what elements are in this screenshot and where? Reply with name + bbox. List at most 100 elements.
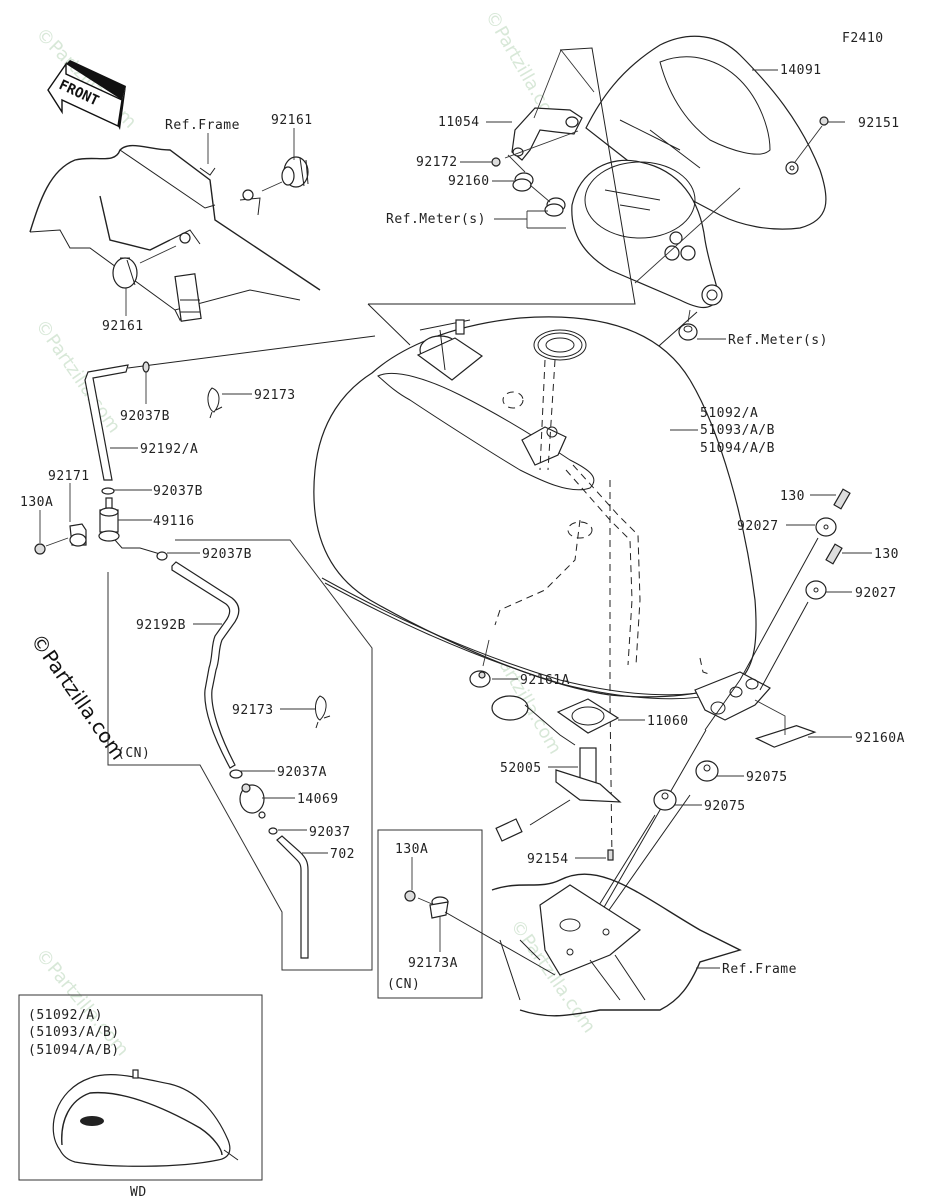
tank-rear-bracket	[694, 671, 771, 721]
nut-92172	[491, 157, 501, 167]
label-92160[interactable]: 92160	[448, 174, 490, 189]
rubber-92075-a	[695, 760, 719, 782]
label-92037B-a[interactable]: 92037B	[120, 409, 170, 424]
label-92173-b[interactable]: 92173	[232, 703, 274, 718]
cn-region-outline	[107, 539, 373, 971]
screw-92151	[819, 116, 829, 126]
clamp-92037B-mid	[101, 487, 115, 495]
pad-92160A	[754, 725, 817, 748]
grommet-ref-meter-bottom	[678, 323, 698, 341]
label-ref-meters-1[interactable]: Ref.Meter(s)	[386, 212, 486, 227]
grommet-92161-bottom	[112, 257, 138, 289]
label-130-a[interactable]: 130	[780, 489, 805, 504]
frame-front-section	[29, 144, 321, 322]
clip-92173-lower	[315, 695, 331, 729]
label-130A-b[interactable]: 130A	[395, 842, 428, 857]
label-11054[interactable]: 11054	[438, 115, 480, 130]
figure-code: F2410	[842, 31, 884, 46]
label-92075-b[interactable]: 92075	[704, 799, 746, 814]
clamp-92037B-lower	[156, 551, 168, 561]
collar-92027-a	[815, 517, 837, 537]
grommet-92160	[512, 172, 534, 192]
label-92027-b[interactable]: 92027	[855, 586, 897, 601]
inset-line-1: (51092/A)	[28, 1008, 103, 1023]
inset-tank-drawing	[52, 1069, 239, 1167]
label-702[interactable]: 702	[330, 847, 355, 862]
label-92161A[interactable]: 92161A	[520, 673, 570, 688]
label-ref-meters-2[interactable]: Ref.Meter(s)	[728, 333, 828, 348]
screw-92154	[607, 849, 614, 861]
fuel-tank	[313, 316, 757, 861]
label-92075-a[interactable]: 92075	[746, 770, 788, 785]
label-92161-top[interactable]: 92161	[271, 113, 313, 128]
watermark-dark: ©Partzilla.com	[26, 629, 131, 764]
label-cn-1: (CN)	[117, 746, 150, 761]
label-92173-a[interactable]: 92173	[254, 388, 296, 403]
label-92037A[interactable]: 92037A	[277, 765, 327, 780]
clamp-92037	[268, 827, 278, 835]
inset-line-3: (51094/A/B)	[28, 1043, 120, 1058]
grommet-92161-top	[281, 156, 309, 188]
label-92151[interactable]: 92151	[858, 116, 900, 131]
rubber-92075-b	[653, 789, 677, 811]
watermark: ©Partzilla.com	[31, 24, 140, 133]
label-130-b[interactable]: 130	[874, 547, 899, 562]
label-92027-a[interactable]: 92027	[737, 519, 779, 534]
label-tank-51093[interactable]: 51093/A/B	[700, 423, 775, 438]
wd-inset-box	[18, 994, 263, 1181]
label-92172[interactable]: 92172	[416, 155, 458, 170]
label-92161-bottom[interactable]: 92161	[102, 319, 144, 334]
fuel-pump-52005	[491, 695, 622, 842]
leader	[261, 181, 283, 192]
fuel-cap	[416, 319, 484, 381]
clip-92173-top	[207, 387, 223, 419]
collar-92027-b	[805, 580, 827, 600]
label-tank-51092[interactable]: 51092/A	[700, 406, 758, 421]
label-52005[interactable]: 52005	[500, 761, 542, 776]
meter-assembly	[571, 159, 723, 309]
label-92173A[interactable]: 92173A	[408, 956, 458, 971]
label-14069[interactable]: 14069	[297, 792, 339, 807]
label-ref-frame-bottom[interactable]: Ref.Frame	[722, 962, 797, 977]
hose-92192B	[171, 561, 240, 769]
bolt-130-a	[833, 488, 851, 510]
clamp-92037A	[229, 769, 243, 779]
front-arrow-icon: FRONT	[47, 60, 126, 130]
hose-92192A	[84, 364, 129, 481]
bracket-11054	[511, 107, 583, 161]
label-130A-a[interactable]: 130A	[20, 495, 53, 510]
bolt-130-b	[825, 543, 843, 565]
label-92037[interactable]: 92037	[309, 825, 351, 840]
label-tank-51094[interactable]: 51094/A/B	[700, 441, 775, 456]
label-92192A[interactable]: 92192/A	[140, 442, 198, 457]
label-92037B-c[interactable]: 92037B	[202, 547, 252, 562]
inset-line-2: (51093/A/B)	[28, 1025, 120, 1040]
gasket-11060	[556, 698, 620, 734]
label-11060[interactable]: 11060	[647, 714, 689, 729]
label-92154[interactable]: 92154	[527, 852, 569, 867]
meter-cover-14091	[585, 35, 827, 230]
label-14091[interactable]: 14091	[780, 63, 822, 78]
label-cn-2: (CN)	[387, 977, 420, 992]
hose-702	[276, 835, 309, 959]
label-92192B[interactable]: 92192B	[136, 618, 186, 633]
cushion-92161A	[469, 670, 491, 688]
bolt-130A-left	[34, 543, 46, 555]
label-92037B-b[interactable]: 92037B	[153, 484, 203, 499]
bracket-92171	[69, 523, 87, 547]
leader	[139, 245, 177, 264]
label-ref-frame-top[interactable]: Ref.Frame	[165, 118, 240, 133]
clamp-92037B-top	[142, 361, 150, 373]
label-92171[interactable]: 92171	[48, 469, 90, 484]
filter-14069	[239, 783, 266, 819]
grommet-ref-meter	[544, 197, 566, 217]
label-92160A[interactable]: 92160A	[855, 731, 905, 746]
frame-rear-section	[491, 873, 742, 1017]
filler-ring	[533, 329, 587, 361]
inset-caption: WD	[130, 1185, 147, 1200]
clamp-92173A	[429, 896, 449, 919]
valve-49116	[98, 497, 161, 555]
label-49116[interactable]: 49116	[153, 514, 195, 529]
cn-inset-box	[377, 829, 483, 999]
